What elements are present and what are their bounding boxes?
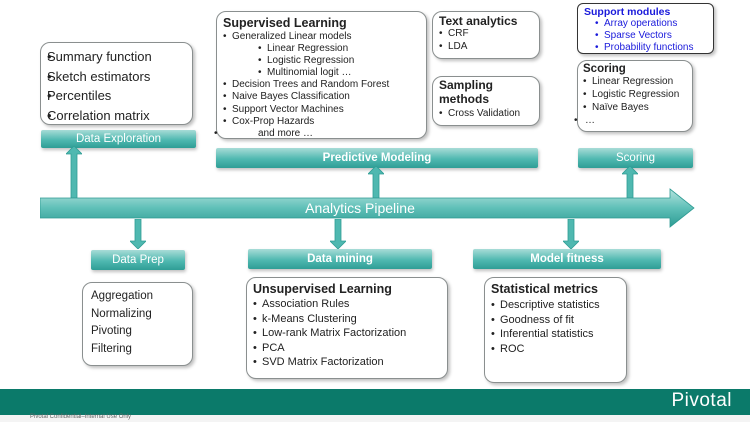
list-item: Sparse Vectors — [584, 30, 707, 42]
text-analytics-title: Text analytics — [439, 14, 518, 28]
supervised-learning-box: Supervised Learning Generalized Linear m… — [214, 11, 427, 140]
pipeline-arrow — [40, 188, 695, 228]
list-item: Logistic Regression — [223, 55, 420, 67]
unsupervised-learning-list: Association Rules k-Means Clustering Low… — [253, 297, 441, 370]
list-item: Support Vector Machines — [223, 104, 420, 116]
list-item: Inferential statistics — [491, 327, 620, 342]
scoring-label: Scoring — [578, 148, 693, 168]
list-item: Summary function — [47, 47, 186, 67]
list-item: Multinomial logit … — [223, 67, 420, 79]
model-fitness-label: Model fitness — [473, 249, 661, 269]
list-item: Array operations — [584, 18, 707, 30]
scoring-title: Scoring — [583, 63, 626, 75]
statistical-metrics-list: Descriptive statistics Goodness of fit I… — [491, 298, 620, 356]
up-arrow-scoring — [622, 166, 638, 198]
list-item: Decision Trees and Random Forest — [223, 79, 420, 91]
text-analytics-list: CRF LDA — [439, 28, 533, 53]
list-item: SVD Matrix Factorization — [253, 355, 441, 370]
data-prep-label: Data Prep — [91, 250, 185, 270]
scoring-box: Scoring Linear Regression Logistic Regre… — [574, 60, 693, 132]
confidential-notice: Pivotal Confidential–Internal Use Only — [30, 414, 132, 420]
data-exploration-box: Summary function Sketch estimators Perce… — [40, 42, 193, 125]
list-item: Cox-Prop Hazards — [223, 116, 420, 128]
list-item: Naïve Bayes — [583, 101, 687, 114]
list-item: Association Rules — [253, 297, 441, 312]
footer-bar: Pivotal — [0, 389, 750, 415]
scoring-list: Linear Regression Logistic Regression Na… — [574, 75, 687, 127]
data-mining-label: Data mining — [248, 249, 432, 269]
list-item: Linear Regression — [223, 43, 420, 55]
down-arrow-data-mining — [330, 219, 346, 249]
list-item-plain: Aggregation — [91, 290, 154, 302]
down-arrow-data-prep — [130, 219, 146, 249]
list-item: Cross Validation — [439, 107, 533, 120]
list-item-plain: Pivoting — [91, 325, 132, 337]
sampling-methods-list: Cross Validation — [439, 107, 533, 120]
text-analytics-box: Text analytics CRF LDA — [432, 11, 540, 59]
data-exploration-list: Summary function Sketch estimators Perce… — [47, 47, 186, 125]
unsupervised-learning-title: Unsupervised Learning — [253, 282, 392, 296]
pivotal-logo: Pivotal — [671, 390, 732, 411]
list-item: Correlation matrix — [47, 106, 186, 126]
footer-strip — [0, 415, 750, 422]
sampling-methods-title: Sampling methods — [439, 78, 494, 106]
supervised-learning-title: Supervised Learning — [223, 16, 347, 30]
list-item-plain: … — [574, 114, 687, 127]
list-item: Naive Bayes Classification — [223, 91, 420, 103]
sampling-methods-box: Sampling methods Cross Validation — [432, 76, 540, 126]
list-item: Percentiles — [47, 86, 186, 106]
support-modules-list: Array operations Sparse Vectors Probabil… — [584, 18, 707, 53]
up-arrow-data-exploration — [66, 146, 82, 198]
list-item: LDA — [439, 41, 533, 54]
list-item-plain: Normalizing — [91, 307, 152, 320]
down-arrow-model-fitness — [563, 219, 579, 249]
list-item: Descriptive statistics — [491, 298, 620, 313]
data-exploration-label: Data Exploration — [41, 130, 196, 148]
list-item: Low-rank Matrix Factorization — [253, 326, 441, 341]
supervised-learning-list: Generalized Linear models Linear Regress… — [214, 31, 420, 140]
support-modules-title: Support modules — [584, 6, 671, 18]
data-prep-list: Aggregation Normalizing Pivoting Filteri… — [91, 288, 184, 358]
list-item-plain: and more … — [214, 128, 420, 140]
list-item: Generalized Linear models — [223, 31, 420, 43]
support-modules-box: Support modules Array operations Sparse … — [577, 3, 714, 54]
predictive-modeling-label: Predictive Modeling — [216, 148, 538, 168]
list-item: Linear Regression — [583, 75, 687, 88]
list-item: Sketch estimators — [47, 67, 186, 87]
list-item: CRF — [439, 28, 533, 41]
statistical-metrics-box: Statistical metrics Descriptive statisti… — [484, 277, 627, 383]
list-item-plain: Filtering — [91, 342, 132, 355]
unsupervised-learning-box: Unsupervised Learning Association Rules … — [246, 277, 448, 379]
list-item: Logistic Regression — [583, 88, 687, 101]
statistical-metrics-title: Statistical metrics — [491, 282, 598, 296]
data-prep-box: Aggregation Normalizing Pivoting Filteri… — [82, 282, 193, 366]
list-item: ROC — [491, 342, 620, 357]
up-arrow-predictive — [368, 166, 384, 198]
list-item: Probability functions — [584, 42, 707, 54]
pipeline-label: Analytics Pipeline — [305, 200, 415, 216]
list-item: PCA — [253, 341, 441, 356]
list-item: k-Means Clustering — [253, 312, 441, 327]
list-item: Goodness of fit — [491, 313, 620, 328]
